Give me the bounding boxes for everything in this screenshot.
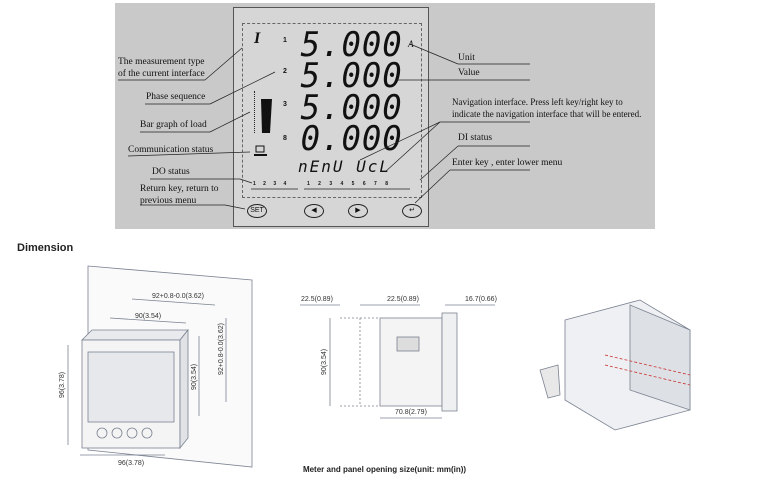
dim-panel-width: 92+0.8-0.0(3.62) — [152, 293, 204, 300]
label-enter-key: Enter key , enter lower menu — [452, 158, 563, 168]
value-line-2: 5.000 — [300, 56, 403, 96]
label-unit: Unit — [458, 53, 475, 63]
phase-label: 1 — [283, 37, 287, 44]
load-bar-icon — [261, 99, 272, 133]
di-indicators: 1 2 3 4 5 6 7 8 — [307, 181, 388, 187]
dimension-caption: Meter and panel opening size(unit: mm(in… — [302, 465, 467, 474]
measurement-type-symbol: I — [254, 30, 261, 47]
label-return-key: Return key, return to — [140, 184, 219, 194]
label-measurement-type: The measurement type — [118, 57, 205, 67]
dim-body-width: 90(3.54) — [135, 313, 161, 320]
phase-label: 2 — [283, 68, 287, 75]
dim-body-height: 90(3.54) — [191, 364, 198, 390]
meter-screen — [87, 351, 175, 423]
phase-label: 3 — [283, 101, 287, 108]
navigation-menu-text: nEnU UcL — [298, 157, 392, 176]
left-key-button[interactable]: ◀ — [304, 204, 324, 218]
dim-mid-depth: 22.5(0.89) — [387, 296, 419, 303]
dim-front-depth: 16.7(0.66) — [465, 296, 497, 303]
label-communication-status: Communication status — [128, 145, 214, 155]
lcd-display-area — [242, 23, 422, 198]
meter-side-body — [379, 317, 443, 407]
label-navigation-2: indicate the navigation interface that w… — [452, 109, 642, 119]
dim-front-width: 96(3.78) — [118, 460, 144, 467]
label-do-status: DO status — [152, 167, 190, 177]
right-key-button[interactable]: ▶ — [348, 204, 368, 218]
value-line-1: 5.000 — [300, 25, 403, 65]
enter-key-button[interactable]: ↵ — [402, 204, 422, 218]
dim-body-depth: 70.8(2.79) — [395, 409, 427, 416]
meter-top — [81, 329, 189, 341]
load-bar-graph — [254, 91, 258, 133]
label-phase-sequence: Phase sequence — [146, 92, 206, 102]
communication-icon — [255, 145, 265, 153]
label-navigation: Navigation interface. Press left key/rig… — [452, 97, 623, 107]
label-bar-graph: Bar graph of load — [140, 120, 207, 130]
label-return-key-2: previous menu — [140, 196, 197, 206]
dim-front-height: 96(3.78) — [59, 372, 66, 398]
label-measurement-type-2: of the current interface — [118, 69, 205, 79]
dim-left-depth: 22.5(0.89) — [301, 296, 333, 303]
value-line-4: 0.000 — [300, 119, 403, 159]
do-indicators: 1 2 3 4 — [253, 181, 287, 187]
dimension-heading: Dimension — [17, 242, 74, 254]
value-line-3: 5.000 — [300, 88, 403, 128]
dim-panel-height: 92+0.8-0.0(3.62) — [218, 323, 225, 375]
dim-side-height: 90(3.54) — [321, 349, 328, 375]
label-value: Value — [458, 68, 480, 78]
label-di-status: DI status — [458, 133, 493, 143]
phase-label: 8 — [283, 135, 287, 142]
return-key-button[interactable]: SET — [247, 204, 267, 218]
